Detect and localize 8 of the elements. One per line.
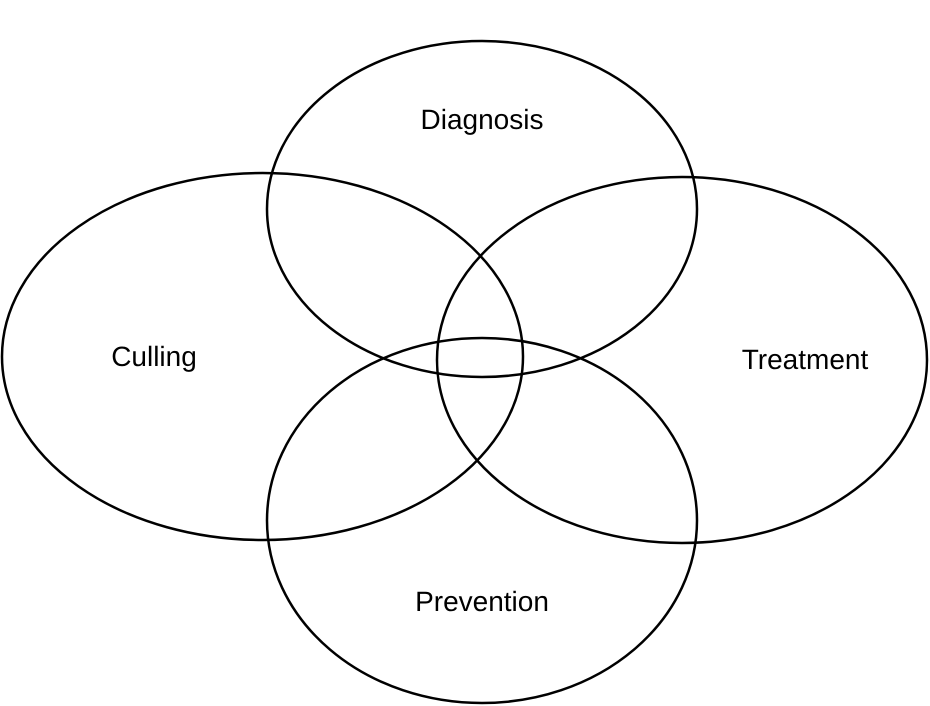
venn-ellipse bbox=[266, 337, 698, 704]
venn-ellipse bbox=[436, 176, 928, 544]
category-label: Treatment bbox=[742, 346, 868, 374]
category-label: Culling bbox=[111, 343, 197, 371]
venn-ellipse bbox=[1, 172, 524, 541]
venn-ellipse bbox=[266, 40, 698, 378]
category-label: Prevention bbox=[415, 588, 549, 616]
category-label: Diagnosis bbox=[420, 106, 544, 134]
